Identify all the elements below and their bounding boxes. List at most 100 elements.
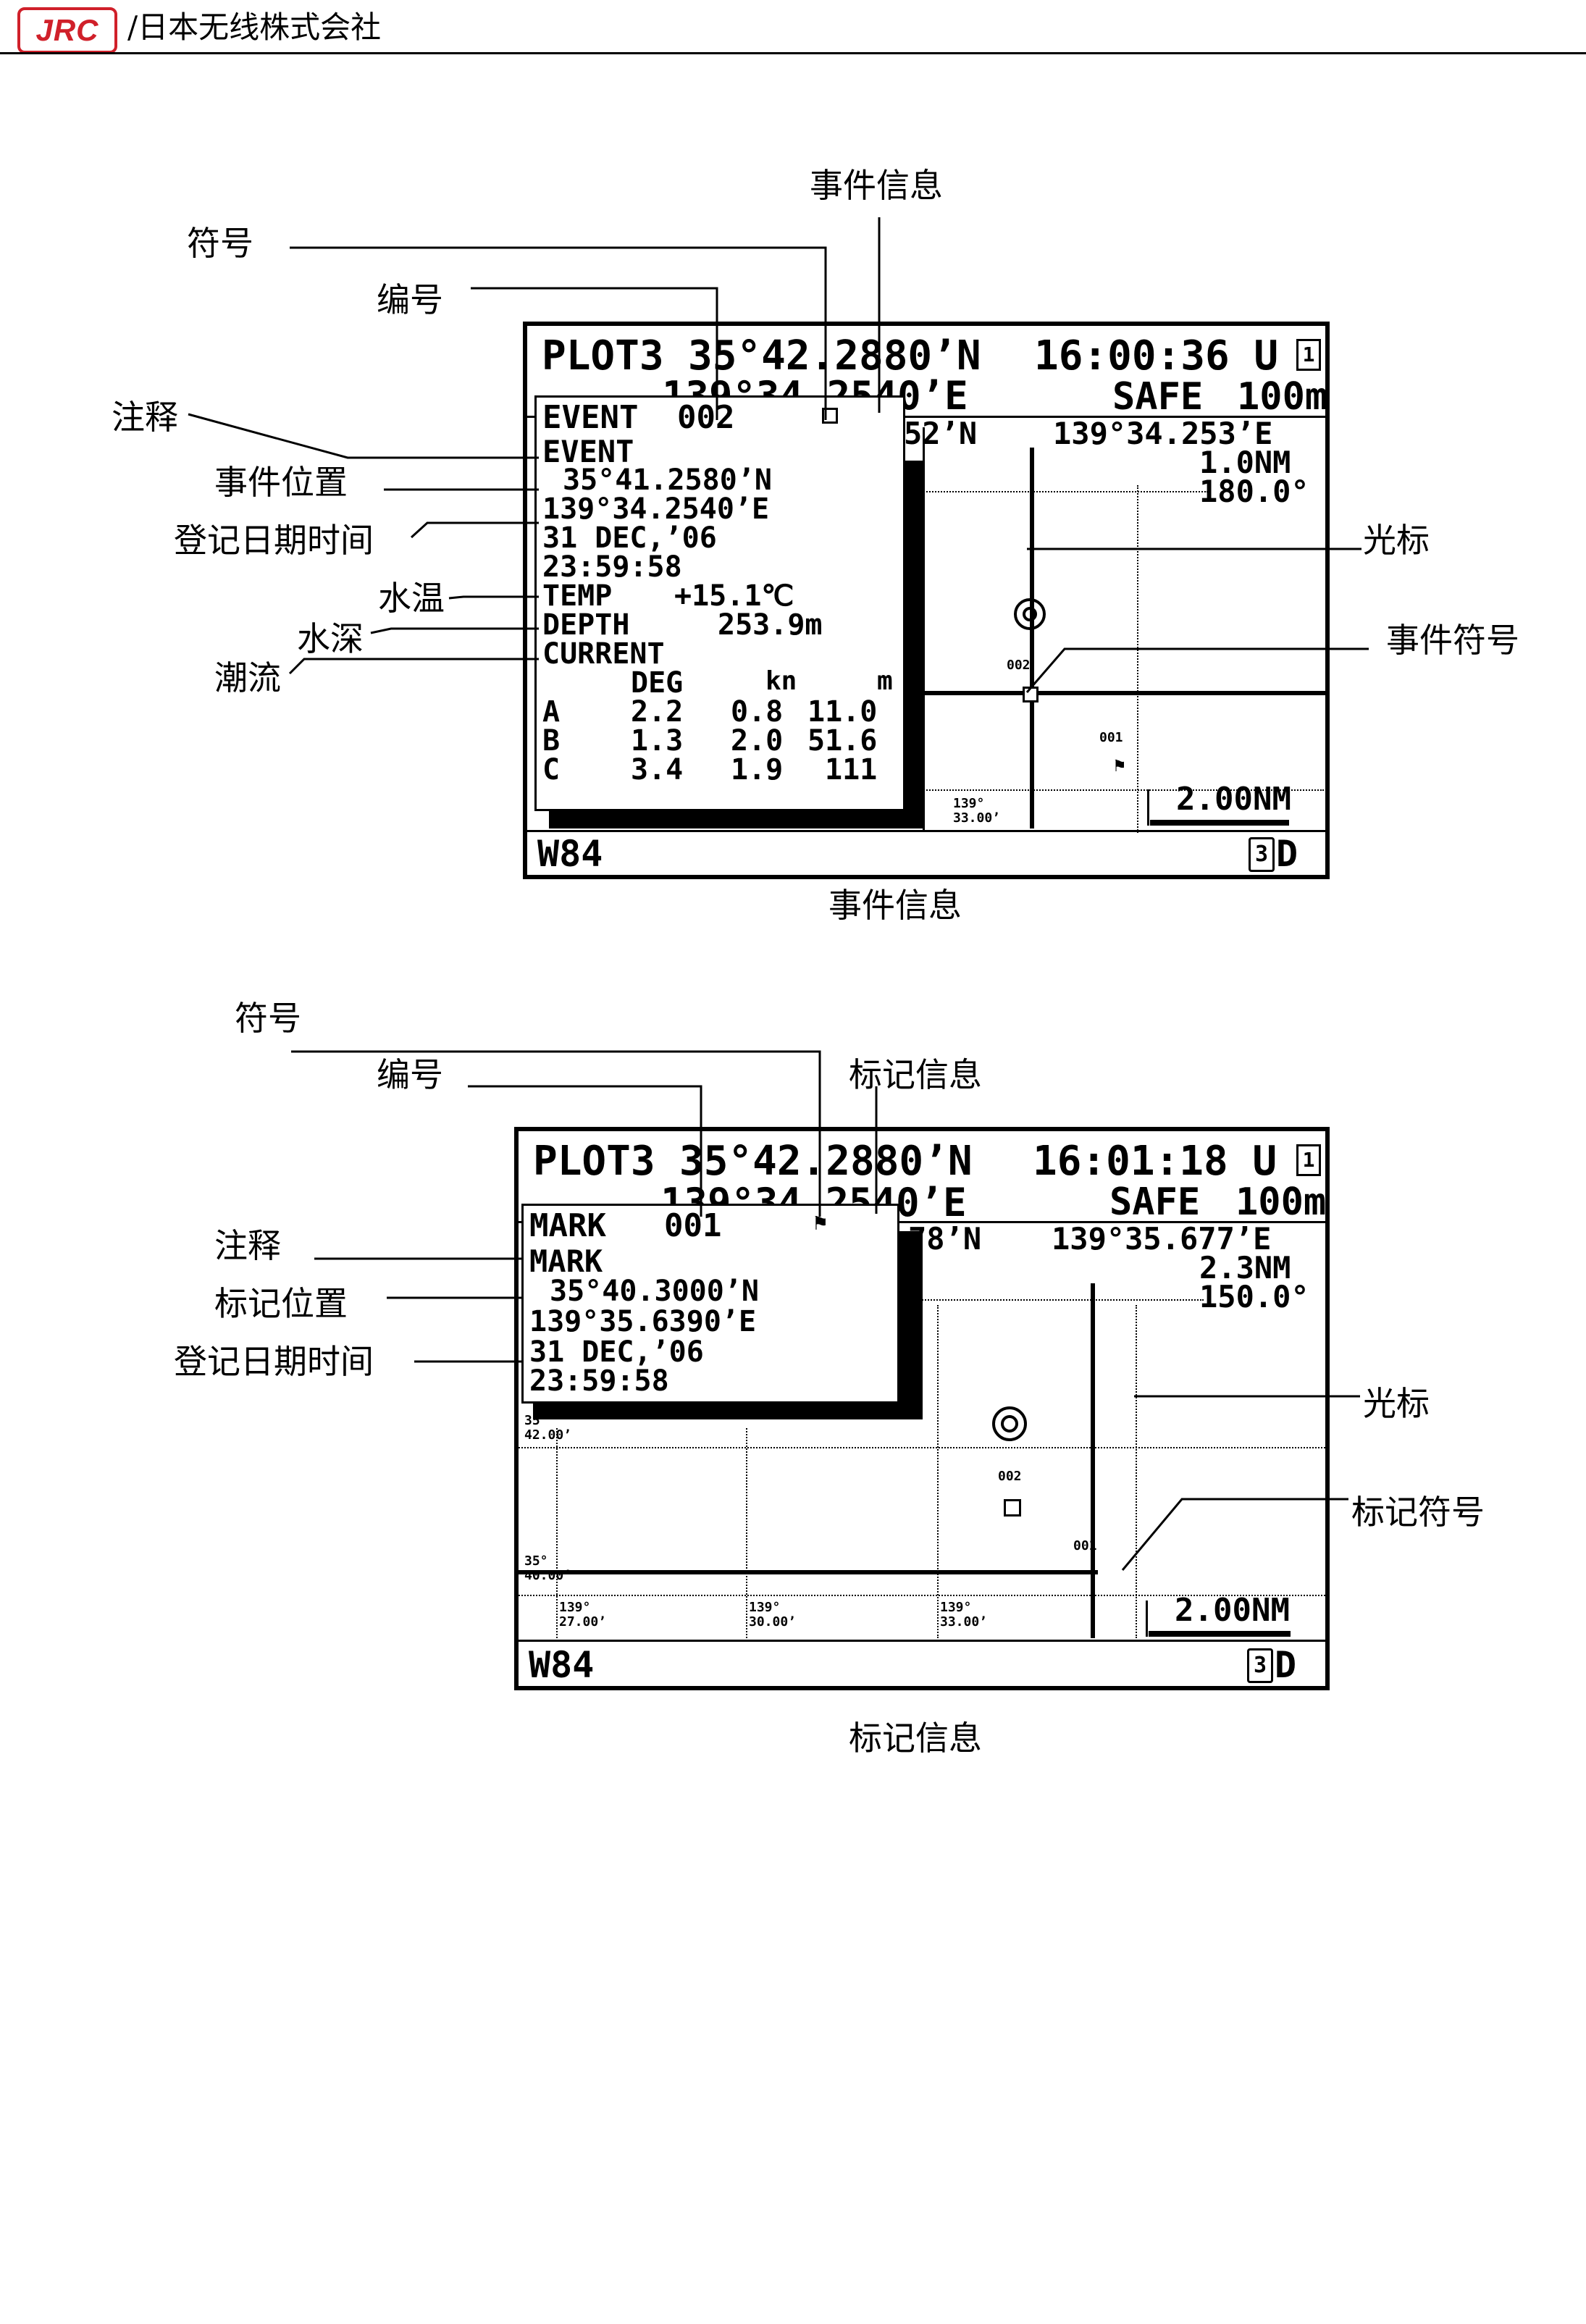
lon-grid-label-3: 139° 33.00’ xyxy=(940,1600,988,1629)
current-row-b-m: 51.6 xyxy=(807,724,878,758)
screen2-safe: SAFE xyxy=(1109,1180,1201,1224)
info-bar-divider xyxy=(527,416,1325,418)
event-popup[interactable]: EVENT 002 EVENT 35°41.2580’N 139°34.2540… xyxy=(534,395,905,811)
popup-date: 31 DEC,’06 xyxy=(542,521,717,555)
cursor2-lon: 139°35.677’E xyxy=(1052,1221,1272,1257)
label-water-depth: 水深 xyxy=(297,619,364,658)
jrc-logo: JRC xyxy=(17,7,117,54)
symbol-label-001: 001 xyxy=(1099,730,1123,745)
current-row-b-deg: 1.3 xyxy=(631,724,684,758)
mode2-label: D xyxy=(1275,1644,1297,1686)
popup-lat: 35°41.2580’N xyxy=(563,463,772,497)
popup-col-m: m xyxy=(877,666,893,696)
unit2-1-box: 1 xyxy=(1296,1144,1321,1176)
symbol2-label-001: 001 xyxy=(1073,1538,1097,1553)
screen2-lat: 35°42.2880’N xyxy=(679,1138,973,1185)
mark-popup[interactable]: MARK 001 ⚑ MARK 35°40.3000’N 139°35.6390… xyxy=(521,1204,899,1404)
label-mark-log-datetime: 登记日期时间 xyxy=(174,1342,374,1381)
status-bar-divider xyxy=(527,830,1325,832)
grid2-line-v2 xyxy=(746,1428,747,1638)
cursor-lon: 139°34.253’E xyxy=(1053,416,1273,451)
scale2-value: 2.00NM xyxy=(1175,1592,1290,1629)
screen2-title: PLOT3 xyxy=(533,1138,655,1185)
current-row-c-id: C xyxy=(542,753,561,786)
popup2-time: 23:59:58 xyxy=(529,1364,669,1398)
popup2-type: MARK xyxy=(529,1207,606,1244)
cursor-vertical xyxy=(1030,448,1034,828)
info-bar2-divider xyxy=(519,1221,1325,1223)
own-ship-icon xyxy=(1014,598,1046,630)
grid2-line-v3 xyxy=(937,1305,939,1638)
mode2-box: 3 xyxy=(1247,1648,1273,1683)
popup-depth-value: 253.9m xyxy=(718,608,823,642)
symbol-label-002: 002 xyxy=(1007,658,1031,673)
popup-note: EVENT xyxy=(542,434,634,469)
label-mark-symbol: 标记符号 xyxy=(1351,1493,1485,1532)
screen-safe: SAFE xyxy=(1112,375,1204,419)
popup2-flag-icon: ⚑ xyxy=(812,1213,829,1235)
current-row-a-id: A xyxy=(542,695,561,729)
scale2-bar xyxy=(1149,1631,1291,1637)
event-symbol-icon xyxy=(1023,687,1039,702)
label-symbol: 符号 xyxy=(187,224,253,263)
cursor2-horizontal xyxy=(519,1570,1098,1574)
label-event-position: 事件位置 xyxy=(214,463,348,502)
popup-depth-label: DEPTH xyxy=(542,608,630,642)
popup-time: 23:59:58 xyxy=(542,550,682,584)
label-log-datetime: 登记日期时间 xyxy=(174,521,374,560)
grid2-line-v4 xyxy=(1136,1305,1137,1638)
popup-current-label: CURRENT xyxy=(542,637,665,671)
screen-time: 16:00:36 U xyxy=(1034,332,1279,379)
current-row-b-kn: 2.0 xyxy=(731,724,784,758)
scale-bar-tick xyxy=(1147,789,1149,826)
popup2-lat: 35°40.3000’N xyxy=(550,1275,759,1308)
current-row-a-kn: 0.8 xyxy=(731,695,784,729)
label-mark-note: 注释 xyxy=(214,1226,281,1265)
header-divider xyxy=(0,52,1586,54)
own-ship-inner-icon xyxy=(1023,607,1037,621)
popup2-date: 31 DEC,’06 xyxy=(529,1335,704,1369)
lon-grid-label-2: 139° 30.00’ xyxy=(749,1600,797,1629)
label-mark-symbol-top: 符号 xyxy=(235,999,301,1038)
lat-grid-label-2: 35° 40.00’ xyxy=(524,1553,572,1583)
label-current: 潮流 xyxy=(214,658,281,697)
event-screen: PLOT3 35°42.2880’N 16:00:36 U 1 139°34.2… xyxy=(523,322,1330,879)
scale-value: 2.00NM xyxy=(1176,781,1291,818)
current-row-b-id: B xyxy=(542,724,561,758)
current-row-a-deg: 2.2 xyxy=(631,695,684,729)
label-number: 编号 xyxy=(377,280,443,319)
cursor2-range: 2.3NM xyxy=(1199,1250,1291,1285)
event-symbol2-icon xyxy=(1004,1499,1021,1517)
label-note: 注释 xyxy=(112,398,178,437)
grid2-line-h2 xyxy=(519,1595,1325,1596)
lon-grid-label-1: 139° 27.00’ xyxy=(559,1600,607,1629)
symbol2-label-002: 002 xyxy=(998,1469,1022,1484)
screen2-depth-setting: 100m xyxy=(1235,1180,1327,1224)
current-row-c-m: 111 xyxy=(825,753,878,786)
popup2-note: MARK xyxy=(529,1243,603,1279)
screen2-time: 16:01:18 U xyxy=(1033,1138,1277,1185)
grid-label: 139° 33.00’ xyxy=(953,796,1001,826)
cursor-range: 1.0NM xyxy=(1199,445,1291,480)
chart-left-edge xyxy=(923,427,925,830)
popup-col-kn: kn xyxy=(765,666,797,696)
popup2-lon: 139°35.6390’E xyxy=(529,1305,757,1338)
label-mark-info-top: 标记信息 xyxy=(849,1055,982,1094)
datum: W84 xyxy=(537,833,603,875)
status2-bar-divider xyxy=(519,1640,1325,1642)
scale-bar xyxy=(1150,820,1289,826)
grid2-line-h1 xyxy=(519,1447,1325,1448)
datum2: W84 xyxy=(529,1644,595,1686)
cursor2-bearing: 150.0° xyxy=(1199,1279,1309,1314)
grid-line-h2 xyxy=(918,789,1324,791)
grid2-line-v1 xyxy=(556,1428,558,1638)
mode-box: 3 xyxy=(1249,837,1275,872)
label-cursor: 光标 xyxy=(1363,521,1430,560)
unit-1-box: 1 xyxy=(1296,339,1321,371)
scale2-bar-tick xyxy=(1146,1601,1148,1637)
current-row-c-kn: 1.9 xyxy=(731,753,784,786)
grid-line-h xyxy=(918,491,1208,492)
popup-temp-value: +15.1℃ xyxy=(674,579,794,613)
popup-type: EVENT xyxy=(542,399,639,436)
grid2-line-h0 xyxy=(914,1299,1204,1301)
